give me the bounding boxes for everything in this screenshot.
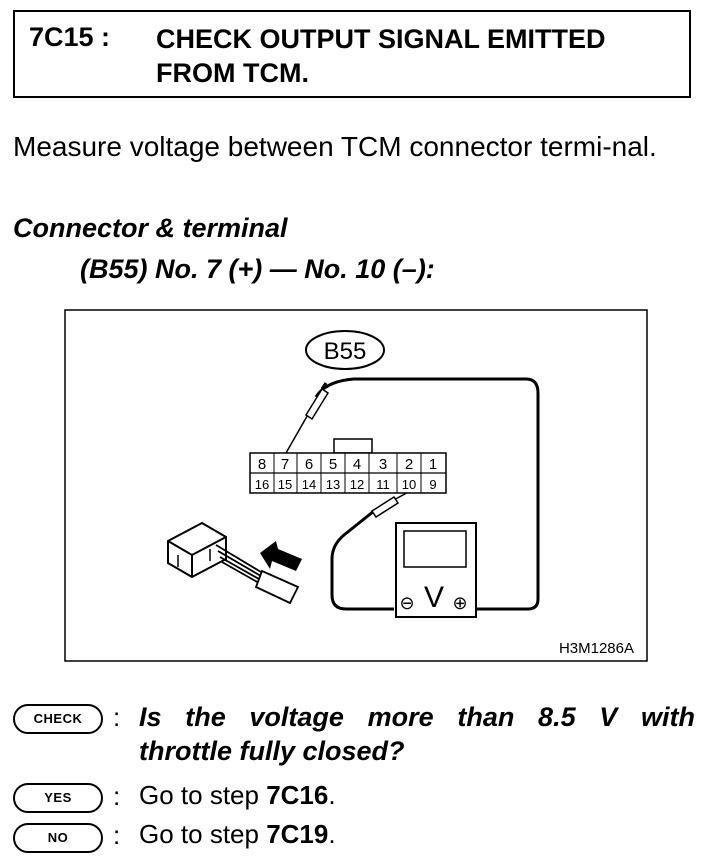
terminal-4: 4 [353, 456, 361, 473]
terminal-3: 3 [379, 456, 387, 473]
no-step-link[interactable]: 7C19 [266, 819, 329, 849]
no-colon: : [113, 820, 121, 850]
connector-key [333, 438, 373, 454]
terminal-13: 13 [326, 477, 340, 492]
terminal-6: 6 [305, 456, 313, 473]
terminal-5: 5 [329, 456, 337, 473]
check-colon: : [113, 702, 121, 732]
no-answer-text: Go to step [139, 819, 267, 849]
terminal-15: 15 [278, 477, 292, 492]
terminal-1: 1 [429, 456, 437, 473]
check-badge: CHECK [13, 704, 103, 734]
voltmeter-icon: V ⊖ ⊕ [395, 522, 477, 618]
insert-arrow-icon [260, 541, 302, 571]
terminal-7: 7 [281, 456, 289, 473]
yes-colon: : [113, 781, 121, 811]
no-badge: NO [13, 823, 103, 853]
terminal-14: 14 [302, 477, 316, 492]
connector-terminals: 8 7 6 5 4 3 2 1 16 15 14 13 12 11 10 9 [249, 452, 447, 494]
yes-answer: Go to step 7C16. [139, 780, 336, 811]
harness-connector-icon [167, 521, 300, 605]
terminal-8: 8 [258, 456, 266, 473]
step-title: CHECK OUTPUT SIGNAL EMITTED FROM TCM. [156, 24, 606, 88]
plus-terminal-icon: ⊕ [452, 593, 467, 614]
terminal-16: 16 [255, 477, 269, 492]
connector-spec: (B55) No. 7 (+) — No. 10 (–): [80, 254, 435, 284]
connector-heading: Connector & terminal [13, 213, 288, 243]
voltmeter-symbol: V [424, 581, 444, 614]
terminal-10: 10 [402, 477, 416, 492]
connector-label: B55 [324, 338, 367, 365]
figure-code: H3M1286A [559, 640, 634, 657]
terminal-9: 9 [429, 477, 436, 492]
yes-answer-text: Go to step [139, 780, 267, 810]
yes-answer-end: . [328, 780, 336, 810]
yes-step-link[interactable]: 7C16 [266, 780, 329, 810]
minus-terminal-icon: ⊖ [399, 593, 414, 614]
probe-wire-positive [314, 377, 540, 611]
check-question-line1: Is the voltage more than 8.5 V with [139, 702, 695, 732]
yes-badge: YES [13, 783, 103, 813]
no-answer: Go to step 7C19. [139, 819, 336, 850]
probe-wire-negative [330, 509, 394, 611]
terminal-2: 2 [405, 456, 413, 473]
wiring-diagram: B55 8 7 6 5 4 3 2 1 [64, 309, 648, 662]
instruction-text: Measure voltage between TCM connector te… [13, 131, 657, 162]
diagram-frame [64, 309, 648, 662]
probe-positive [285, 382, 330, 454]
step-header: 7C15 : CHECK OUTPUT SIGNAL EMITTED FROM … [13, 10, 691, 98]
no-answer-end: . [328, 819, 336, 849]
terminal-12: 12 [350, 477, 364, 492]
terminal-11: 11 [376, 477, 390, 492]
step-number: 7C15 : [29, 22, 111, 52]
connector-label-oval: B55 [305, 330, 385, 370]
check-question-line2: throttle fully closed? [139, 736, 405, 766]
check-question: Is the voltage more than 8.5 V with thro… [139, 700, 695, 768]
